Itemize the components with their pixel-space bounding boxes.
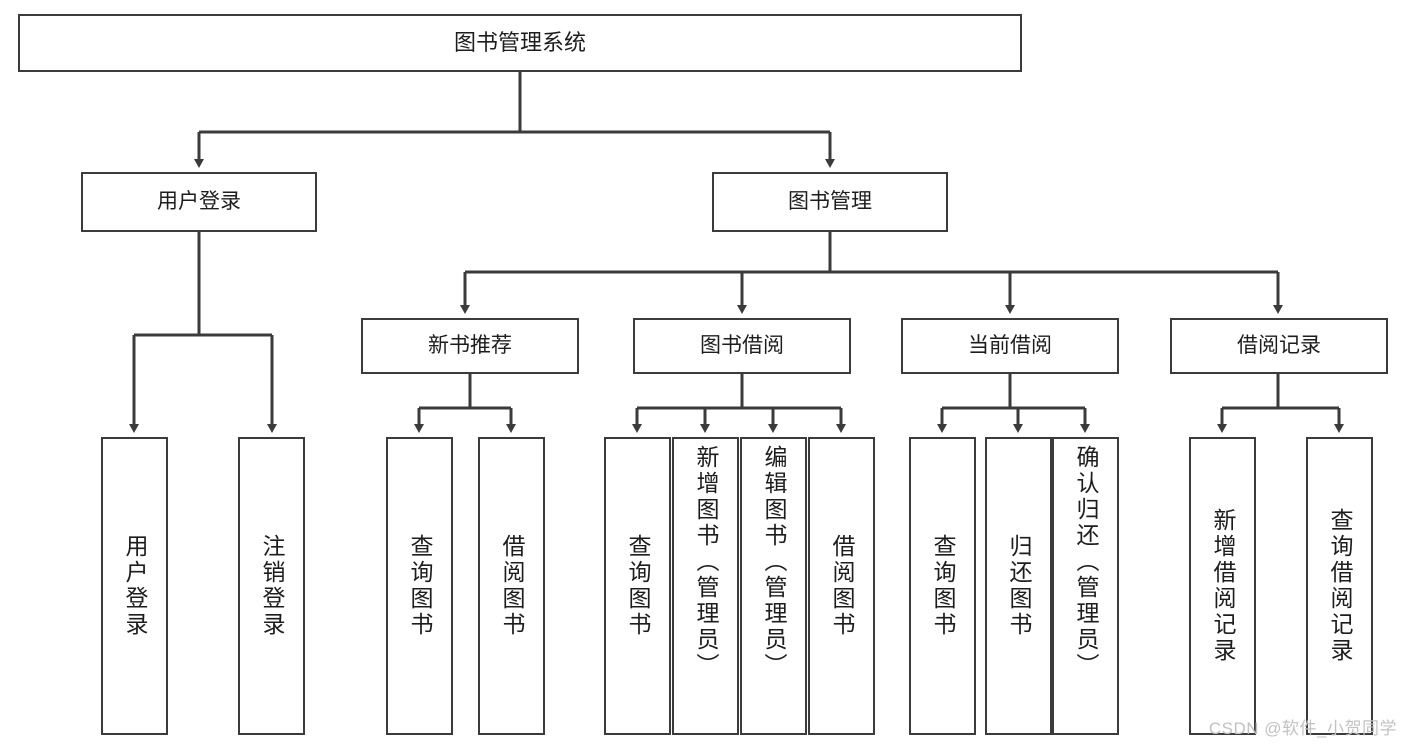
node-level2-用户登录-0[interactable]: 用户登录 [81,172,317,232]
node-root[interactable]: 图书管理系统 [18,14,1022,72]
node-leaf-label: 查询借阅记录 [1327,508,1353,664]
node-leaf-label: 查询图书 [625,534,651,638]
node-leaf-用户登录-0[interactable]: 用户登录 [101,437,168,735]
node-leaf-label: 编辑图书（管理员） [761,445,787,679]
node-level2-label: 图书管理 [788,190,872,214]
node-leaf-确认归还管理员-10[interactable]: 确认归还（管理员） [1052,437,1119,735]
node-leaf-label: 确认归还（管理员） [1073,445,1099,679]
node-leaf-label: 新增借阅记录 [1210,508,1236,664]
node-level2-label: 用户登录 [157,190,241,214]
node-leaf-编辑图书管理员-6[interactable]: 编辑图书（管理员） [740,437,807,735]
node-leaf-label: 查询图书 [407,534,433,638]
node-level3-label: 借阅记录 [1237,334,1321,358]
csdn-watermark: CSDN @软件_小贺同学 [1208,719,1397,738]
node-leaf-查询图书-8[interactable]: 查询图书 [909,437,976,735]
node-leaf-label: 用户登录 [122,534,148,638]
node-leaf-借阅图书-3[interactable]: 借阅图书 [478,437,545,735]
node-leaf-新增图书管理员-5[interactable]: 新增图书（管理员） [672,437,739,735]
node-leaf-label: 借阅图书 [829,534,855,638]
node-leaf-查询图书-4[interactable]: 查询图书 [604,437,671,735]
node-leaf-label: 新增图书（管理员） [693,445,719,679]
node-leaf-借阅图书-7[interactable]: 借阅图书 [808,437,875,735]
node-leaf-label: 查询图书 [930,534,956,638]
node-leaf-注销登录-1[interactable]: 注销登录 [238,437,305,735]
node-level3-借阅记录-3[interactable]: 借阅记录 [1170,318,1388,374]
node-level3-label: 当前借阅 [968,334,1052,358]
node-root-label: 图书管理系统 [453,29,586,55]
node-leaf-label: 借阅图书 [499,534,525,638]
node-level3-当前借阅-2[interactable]: 当前借阅 [901,318,1119,374]
node-level3-label: 图书借阅 [700,334,784,358]
node-level2-图书管理-1[interactable]: 图书管理 [712,172,948,232]
node-leaf-label: 注销登录 [259,534,285,638]
node-leaf-新增借阅记录-11[interactable]: 新增借阅记录 [1189,437,1256,735]
node-level3-图书借阅-1[interactable]: 图书借阅 [633,318,851,374]
node-leaf-查询借阅记录-12[interactable]: 查询借阅记录 [1306,437,1373,735]
node-leaf-查询图书-2[interactable]: 查询图书 [386,437,453,735]
node-leaf-label: 归还图书 [1006,534,1032,638]
node-level3-新书推荐-0[interactable]: 新书推荐 [361,318,579,374]
node-leaf-归还图书-9[interactable]: 归还图书 [985,437,1052,735]
node-level3-label: 新书推荐 [428,334,512,358]
